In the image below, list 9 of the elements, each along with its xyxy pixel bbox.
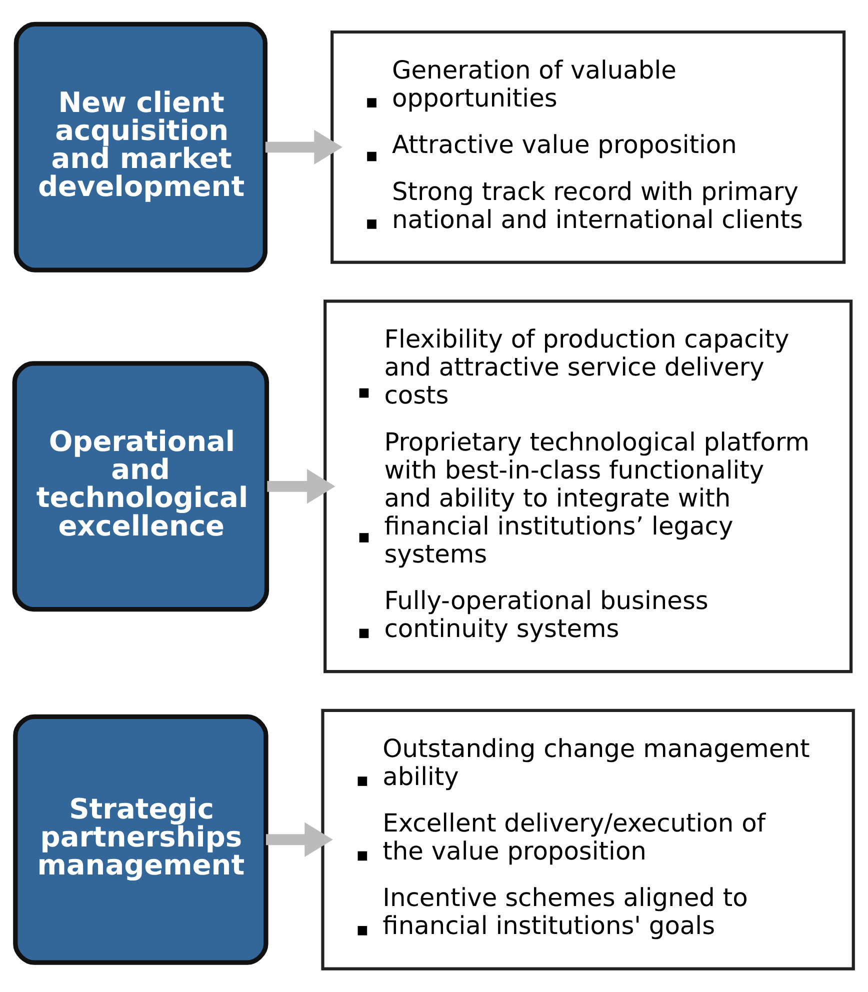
node-box: Flexibility of production capacity and attractive service delivery costs Proprietary technological platform with best-in-class functionality and ability to integrate with financial institutions’ legacy systems Fully-operational business continuity systems bbox=[324, 299, 853, 673]
node-box: Outstanding change management ability Excellent delivery/execution of the value proposition Incentive schemes aligned to financial institutions' goals bbox=[321, 708, 855, 970]
arrow bbox=[267, 468, 336, 504]
node-box: Generation of valuable opportunities Attractive value proposition Strong track record with primary national and international clients bbox=[330, 30, 846, 264]
node-box: Operational and technological excellence bbox=[12, 360, 270, 612]
arrow bbox=[265, 129, 342, 164]
node-box: Strategic partnerships management bbox=[13, 714, 268, 964]
arrow bbox=[266, 822, 333, 856]
node-box: New client acquisition and market development bbox=[14, 21, 268, 272]
